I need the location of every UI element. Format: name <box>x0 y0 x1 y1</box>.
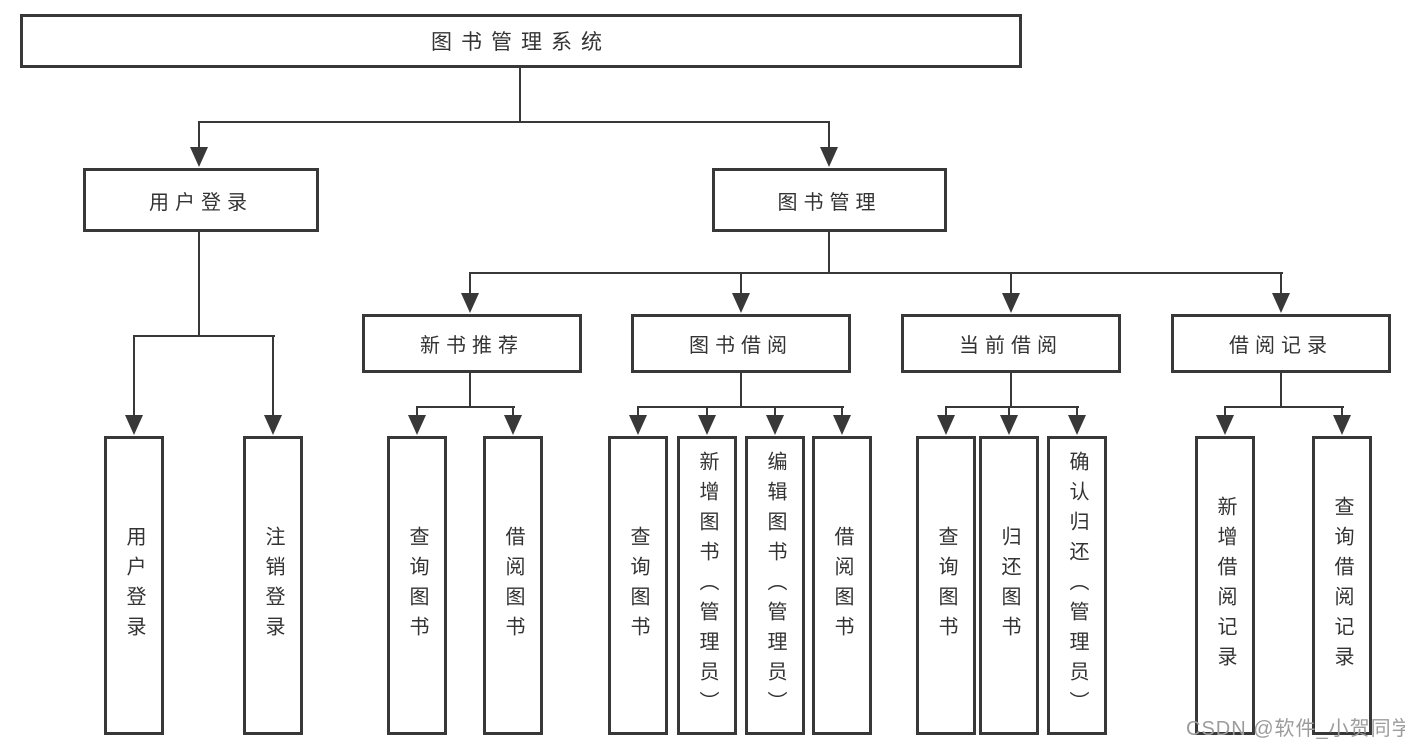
connector-book-borrowing-hline <box>637 406 844 408</box>
leaf-records-query-record: 查询借阅记录 <box>1312 436 1372 735</box>
connector-current-borrowing-stub <box>1010 373 1012 406</box>
leaf-label: 新增借阅记录 <box>1214 495 1236 676</box>
arrow-to-leaf-query-books-1 <box>408 406 426 435</box>
connector-book-management-hline <box>469 272 1283 274</box>
leaf-borrowing-query-books: 查询图书 <box>608 436 668 735</box>
leaf-borrowing-edit-books-admin: 编辑图书（管理员） <box>745 436 805 735</box>
leaf-label: 编辑图书（管理员） <box>764 450 786 721</box>
leaf-newbooks-borrow-books: 借阅图书 <box>483 436 543 735</box>
arrow-to-leaf-confirm-return <box>1068 406 1086 435</box>
connector-borrowing-records-stub <box>1280 373 1282 406</box>
leaf-label: 借阅图书 <box>831 525 853 646</box>
arrow-to-borrowing-records <box>1272 272 1290 313</box>
arrow-to-book-management <box>820 121 838 167</box>
node-label: 借阅记录 <box>1229 335 1333 357</box>
leaf-user-login: 用户登录 <box>104 436 164 735</box>
leaf-label: 确认归还（管理员） <box>1066 450 1088 721</box>
connector-new-book-recommend-stub <box>469 373 471 406</box>
arrow-to-leaf-return-books <box>1000 406 1018 435</box>
arrow-to-leaf-user-login <box>125 335 143 435</box>
leaf-label: 注销登录 <box>262 525 284 646</box>
connector-current-borrowing-hline <box>945 406 1079 408</box>
leaf-label: 查询图书 <box>627 525 649 646</box>
arrow-to-leaf-query-books-3 <box>937 406 955 435</box>
node-book-management: 图书管理 <box>712 168 947 232</box>
node-library-management-system: 图书管理系统 <box>20 14 1022 68</box>
arrow-to-user-login <box>190 121 208 167</box>
node-label: 图书管理 <box>777 191 882 214</box>
leaf-current-confirm-return-admin: 确认归还（管理员） <box>1047 436 1107 735</box>
arrow-to-book-borrowing <box>732 272 750 313</box>
leaf-borrowing-add-books-admin: 新增图书（管理员） <box>677 436 737 735</box>
connector-root-hline <box>198 121 830 123</box>
connector-user-login-stub <box>198 232 200 335</box>
node-borrowing-records: 借阅记录 <box>1171 314 1391 373</box>
node-current-borrowing: 当前借阅 <box>901 314 1121 373</box>
arrow-to-leaf-add-record <box>1216 406 1234 435</box>
leaf-label: 查询图书 <box>406 525 428 646</box>
connector-book-borrowing-stub <box>740 373 742 406</box>
arrow-to-leaf-edit-books <box>766 406 784 435</box>
arrow-to-leaf-add-books <box>698 406 716 435</box>
connector-book-management-stub <box>828 232 830 272</box>
arrow-to-leaf-query-books-2 <box>629 406 647 435</box>
csdn-watermark: CSDN @软件_小贺同学 <box>1186 718 1405 740</box>
leaf-current-query-books: 查询图书 <box>916 436 976 735</box>
node-book-borrowing: 图书借阅 <box>631 314 851 373</box>
node-label: 当前借阅 <box>959 335 1063 357</box>
arrow-to-leaf-logout <box>264 335 282 435</box>
leaf-label: 查询借阅记录 <box>1331 495 1353 676</box>
node-label: 图书借阅 <box>689 335 793 357</box>
arrow-to-current-borrowing <box>1002 272 1020 313</box>
leaf-records-add-record: 新增借阅记录 <box>1195 436 1255 735</box>
leaf-borrowing-borrow-books: 借阅图书 <box>812 436 872 735</box>
leaf-label: 用户登录 <box>123 525 145 646</box>
leaf-logout: 注销登录 <box>243 436 303 735</box>
arrow-to-leaf-borrow-books-2 <box>833 406 851 435</box>
node-user-login: 用户登录 <box>83 168 319 232</box>
leaf-newbooks-query-books: 查询图书 <box>387 436 447 735</box>
connector-user-login-hline <box>133 335 275 337</box>
arrow-to-new-book-recommend <box>461 272 479 313</box>
arrow-to-leaf-borrow-books-1 <box>504 406 522 435</box>
leaf-label: 归还图书 <box>998 525 1020 646</box>
node-label: 新书推荐 <box>420 335 524 357</box>
arrow-to-leaf-query-record <box>1333 406 1351 435</box>
node-new-book-recommend: 新书推荐 <box>362 314 582 373</box>
node-label: 用户登录 <box>149 191 253 214</box>
connector-root-stub <box>519 68 521 121</box>
leaf-current-return-books: 归还图书 <box>979 436 1039 735</box>
leaf-label: 借阅图书 <box>502 525 524 646</box>
leaf-label: 查询图书 <box>935 525 957 646</box>
leaf-label: 新增图书（管理员） <box>696 450 718 721</box>
connector-new-book-recommend-hline <box>416 406 515 408</box>
connector-borrowing-records-hline <box>1224 406 1344 408</box>
node-label: 图书管理系统 <box>431 31 611 54</box>
